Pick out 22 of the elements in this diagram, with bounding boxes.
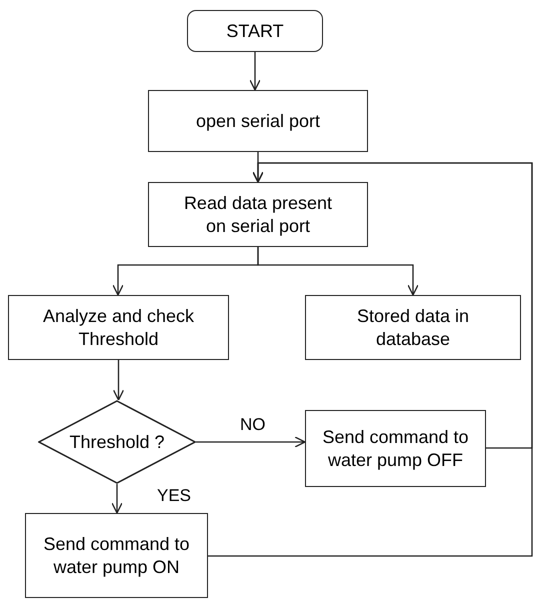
- arrow: [112, 360, 124, 401]
- arrow: [249, 52, 261, 91]
- node-text: Analyze and check Threshold: [42, 304, 196, 350]
- process-box: [148, 182, 368, 247]
- node-text: Stored data in database: [356, 304, 470, 350]
- arrow: [111, 484, 123, 514]
- process-box: [305, 410, 486, 487]
- process-box: [8, 295, 229, 360]
- node-text: START: [226, 20, 284, 42]
- arrow: [196, 436, 306, 448]
- node-text: Threshold ?: [69, 430, 165, 454]
- process-box: [148, 90, 368, 152]
- node-text: Send command to water pump ON: [42, 532, 191, 578]
- arrow: [257, 247, 419, 296]
- node-text: Read data present on serial port: [182, 192, 334, 238]
- decision-diamond: [38, 400, 196, 484]
- process-box: [305, 295, 521, 360]
- process-box: [25, 513, 208, 598]
- node-text: open serial port: [196, 110, 320, 132]
- arrow: [208, 162, 533, 557]
- node-text: Send command to water pump OFF: [321, 426, 470, 472]
- terminal-box: [187, 10, 323, 52]
